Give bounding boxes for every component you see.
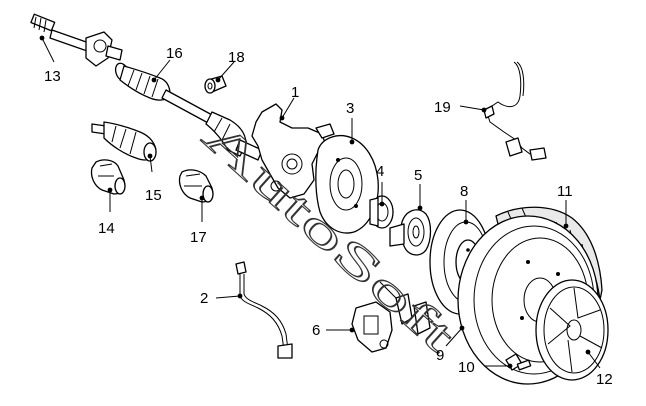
wheel-hub-part [389,209,432,256]
boot-17-part [178,169,214,203]
callout-13: 13 [44,68,61,85]
callout-17: 17 [190,229,207,246]
callout-16: 16 [166,45,183,62]
steering-knuckle-part [251,103,335,199]
bushing-part [204,75,227,94]
cv-joint-part [91,121,157,162]
callout-5: 5 [414,167,422,184]
callout-10: 10 [458,359,475,376]
callout-12: 12 [596,371,613,388]
callout-6: 6 [312,322,320,339]
callout-14: 14 [98,220,115,237]
callout-3: 3 [346,100,354,117]
callout-4: 4 [376,163,384,180]
driveshaft-end-part [30,13,93,53]
callout-19: 19 [434,99,451,116]
callout-2: 2 [200,290,208,307]
leader-lines [39,35,601,369]
callout-11: 11 [557,183,573,200]
callout-9: 9 [436,347,444,364]
bearing-part [369,195,394,229]
callout-1: 1 [291,84,299,101]
callout-15: 15 [145,187,162,204]
driveshaft-assembly-part [85,31,263,161]
callout-8: 8 [460,183,468,200]
abs-sensor-wire-part [483,61,547,161]
brake-pads-part [379,281,431,335]
callout-18: 18 [228,49,245,66]
brake-hose-part [235,261,293,359]
boot-14-part [90,159,126,195]
